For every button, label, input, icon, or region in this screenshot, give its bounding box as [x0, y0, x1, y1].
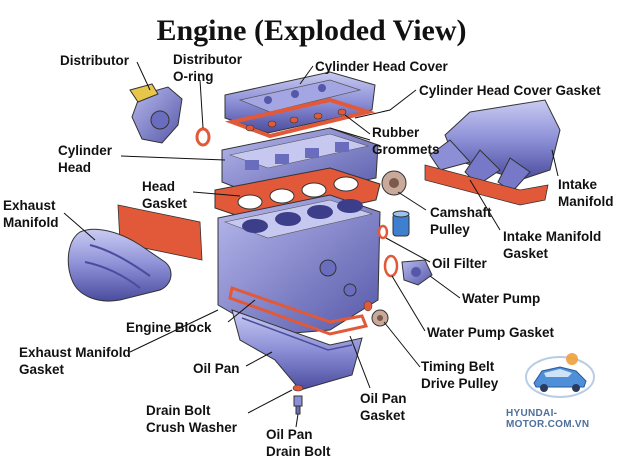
- label-timing-belt-drive-pulley: Timing Belt Drive Pulley: [421, 359, 499, 391]
- car-logo-icon: [525, 353, 595, 398]
- label-distributor-oring: Distributor O-ring: [173, 52, 242, 84]
- distributor-part: [129, 83, 183, 144]
- label-drain-bolt-crush-washer: Drain Bolt Crush Washer: [146, 403, 238, 435]
- leader-lines: [63, 61, 559, 428]
- label-exhaust-manifold: Exhaust Manifold: [3, 198, 59, 230]
- engine-block-part: [217, 194, 381, 336]
- intake-manifold-part: [429, 99, 561, 193]
- label-exhaust-manifold-gasket: Exhaust Manifold Gasket: [19, 345, 131, 377]
- oil-pan-gasket-part: [228, 286, 369, 336]
- label-water-pump: Water Pump: [462, 291, 541, 306]
- exhaust-manifold-part: [67, 228, 172, 302]
- intake-manifold-gasket-part: [424, 164, 549, 206]
- label-oil-pan-drain-bolt: Oil Pan Drain Bolt: [266, 427, 331, 459]
- pulley-seal-part: [363, 300, 373, 312]
- label-cylinder-head: Cylinder Head: [58, 143, 113, 175]
- oil-pan-part: [231, 309, 363, 391]
- label-oil-pan-gasket: Oil Pan Gasket: [360, 391, 407, 423]
- drain-bolt-crush-washer-part: [292, 384, 304, 392]
- distributor-oring-part: [195, 127, 211, 147]
- oil-filter-part: [392, 210, 410, 237]
- cylinder-head-cover-part: [224, 71, 376, 134]
- rubber-grommets-part: [245, 108, 347, 132]
- cylinder-head-cover-gasket-part: [224, 97, 376, 139]
- label-intake-manifold: Intake Manifold: [558, 177, 614, 209]
- filter-seal-part: [377, 224, 389, 240]
- label-rubber-grommets: Rubber Grommets: [372, 125, 440, 157]
- label-oil-filter: Oil Filter: [432, 256, 487, 271]
- label-cylinder-head-cover: Cylinder Head Cover: [315, 59, 448, 74]
- label-oil-pan: Oil Pan: [193, 361, 240, 376]
- water-pump-gasket-part: [383, 254, 399, 278]
- label-camshaft-pulley: Camshaft Pulley: [430, 205, 492, 237]
- diagram-title: Engine (Exploded View): [156, 14, 467, 47]
- label-engine-block: Engine Block: [126, 320, 212, 335]
- label-head-gasket: Head Gasket: [142, 179, 188, 211]
- camshaft-pulley-part: [381, 170, 407, 196]
- oil-pan-drain-bolt-part: [293, 395, 303, 415]
- label-cylinder-head-cover-gasket: Cylinder Head Cover Gasket: [419, 83, 601, 98]
- label-distributor: Distributor: [60, 53, 129, 68]
- label-water-pump-gasket: Water Pump Gasket: [427, 325, 555, 340]
- label-intake-manifold-gasket: Intake Manifold Gasket: [503, 229, 602, 261]
- water-pump-part: [401, 259, 433, 286]
- watermark-text: HYUNDAI-MOTOR.COM.VN: [506, 408, 590, 430]
